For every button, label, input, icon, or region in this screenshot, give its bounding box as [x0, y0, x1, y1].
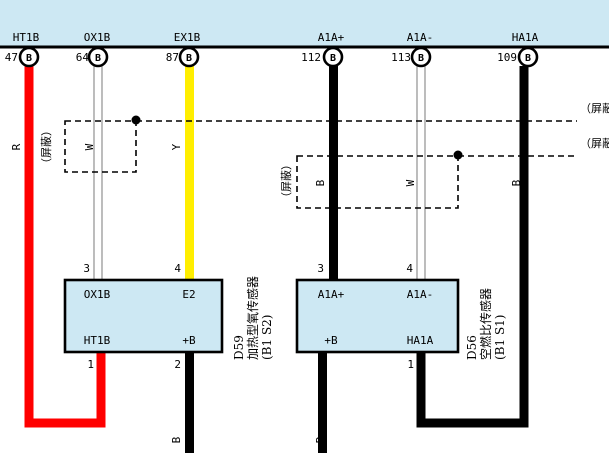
sensor-d56-pin-4: 4: [406, 262, 413, 275]
pin-letter-ox1b: B: [95, 53, 101, 64]
black-wire-sensor-left-b: [185, 352, 194, 453]
wire-color-black-bottom-center: B: [314, 436, 327, 443]
pin-circle-ht1b: [18, 46, 40, 68]
pin-letter-ex1b: B: [186, 53, 192, 64]
sensor-d59-pin-4: 4: [174, 262, 181, 275]
header-label-ex1b: EX1B: [174, 31, 201, 44]
pin-number-64: 64: [76, 51, 90, 64]
shield-text-bottom: （屏蔽: [580, 137, 609, 150]
shield-box-left: [64, 120, 137, 173]
sensor-box-d59: [63, 278, 224, 354]
pin-letter-a1a-minus: B: [418, 53, 424, 64]
wire-color-black-right: B: [510, 179, 523, 186]
sensor-d59-label-ht1b: HT1B: [84, 334, 111, 347]
header-label-ht1b: HT1B: [13, 31, 40, 44]
wire-color-red: R: [10, 143, 23, 150]
black-wire-sensor-right-b: [318, 352, 327, 453]
sensor-d56-pin-2: 2: [320, 358, 327, 371]
sensor-d56-label-a1a-plus: A1A+: [318, 288, 345, 301]
sensor-d59-code: D59: [232, 335, 246, 360]
sensor-d59-position: (B1 S2): [260, 315, 274, 361]
pin-number-109: 109: [497, 51, 517, 64]
sensor-d56-code: D56: [465, 335, 479, 360]
wire-color-white-left: W: [83, 143, 96, 150]
pin-letter-ha1a: B: [525, 53, 531, 64]
sensor-d59-pin-2: 2: [174, 358, 181, 371]
ecu-header-band: [0, 0, 609, 46]
pin-circle-ox1b: [87, 46, 109, 68]
header-label-ox1b: OX1B: [84, 31, 111, 44]
sensor-d59-label-e2: E2: [182, 288, 195, 301]
pin-number-47: 47: [5, 51, 18, 64]
wire-color-white-right: W: [404, 179, 417, 186]
pin-number-113: 113: [391, 51, 411, 64]
sensor-d56-pin-3: 3: [317, 262, 324, 275]
sensor-d56-label-ha1a: HA1A: [407, 334, 434, 347]
pin-circle-a1a-minus: [410, 46, 432, 68]
sensor-d56-name: 空燃比传感器: [478, 288, 493, 360]
shield-box-right: [296, 155, 459, 209]
pin-letter-ht1b: B: [26, 53, 32, 64]
wire-color-yellow: Y: [170, 143, 183, 150]
pin-circle-ex1b: [178, 46, 200, 68]
wire-color-black-bottom-left: B: [170, 436, 183, 443]
sensor-d56-label-plus-b: +B: [324, 334, 338, 347]
pin-number-87: 87: [166, 51, 179, 64]
sensor-d59-name: 加热型氧传感器: [245, 276, 260, 360]
pin-circle-ha1a: [517, 46, 539, 68]
sensor-d59-pin-3: 3: [83, 262, 90, 275]
red-wire-ht1b: [24, 66, 106, 428]
black-wire-a1a-plus: [329, 66, 338, 280]
header-label-a1a-plus: A1A+: [318, 31, 345, 44]
black-wire-ha1a: [416, 66, 529, 428]
pin-letter-a1a-plus: B: [330, 53, 336, 64]
shield-text-box-left: （屏蔽）: [40, 125, 53, 169]
shield-text-top: （屏蔽: [580, 102, 609, 115]
shield-text-box-right: （屏蔽）: [280, 159, 293, 203]
sensor-d56-position: (B1 S1): [493, 315, 507, 361]
shield-junction-dot-left: [131, 115, 141, 125]
pin-number-112: 112: [301, 51, 321, 64]
yellow-wire-ex1b: [185, 66, 194, 280]
sensor-d59-pin-1: 1: [87, 358, 94, 371]
sensor-d56-pin-1: 1: [407, 358, 414, 371]
sensor-d59-label-ox1b: OX1B: [84, 288, 111, 301]
wire-color-black-center: B: [314, 179, 327, 186]
pin-circle-a1a-plus: [322, 46, 344, 68]
header-label-ha1a: HA1A: [512, 31, 539, 44]
sensor-box-d56: [295, 278, 460, 354]
shield-junction-dot-right: [453, 150, 463, 160]
header-label-a1a-minus: A1A-: [407, 31, 434, 44]
sensor-d59-label-plus-b: +B: [182, 334, 196, 347]
sensor-d56-label-a1a-minus: A1A-: [407, 288, 434, 301]
